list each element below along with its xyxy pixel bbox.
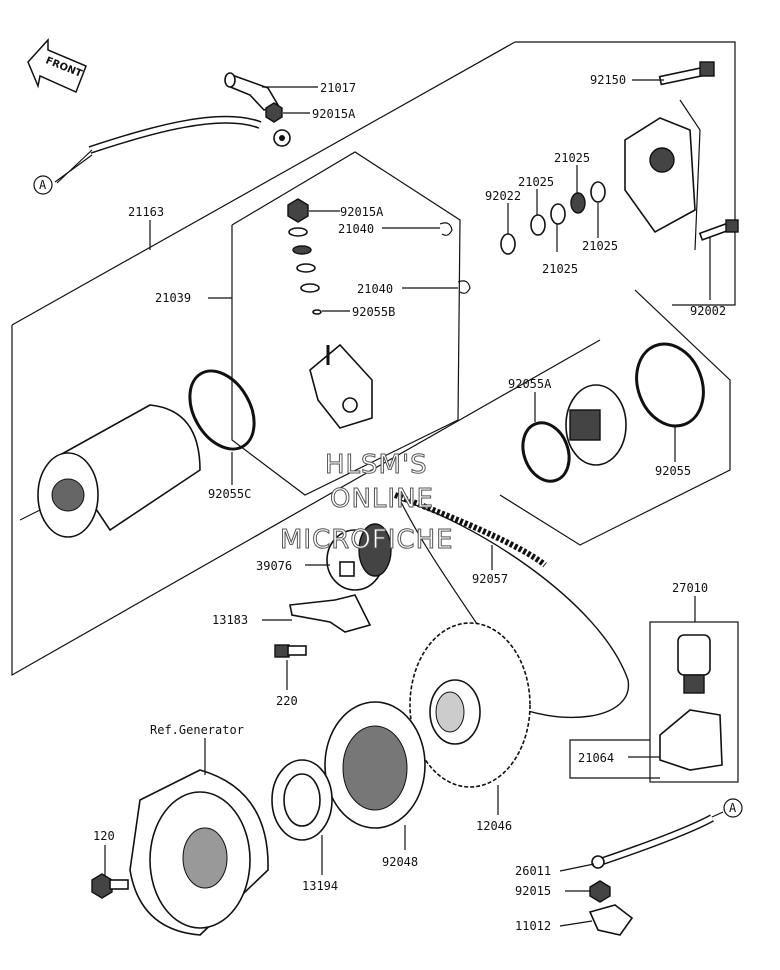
relay-bracket (569, 739, 660, 779)
washer-stack (288, 227, 322, 315)
label-92015: 92015 (515, 884, 551, 898)
label-92015A-top: 92015A (312, 107, 356, 121)
label-92055: 92055 (655, 464, 691, 478)
front-arrow-icon: FRONT (27, 38, 87, 94)
label-21064: 21064 (578, 751, 614, 765)
o-ring-92055A (521, 421, 571, 483)
callout-a-bottom: A (723, 798, 743, 818)
label-92015A-mid: 92015A (340, 205, 384, 219)
battery-cable (88, 115, 291, 154)
rear-cover (624, 117, 696, 234)
starter-cable (591, 814, 714, 869)
label-21040-a: 21040 (338, 222, 374, 236)
label-21017: 21017 (320, 81, 356, 95)
label-21163: 21163 (128, 205, 164, 219)
bolt-220 (274, 644, 307, 658)
label-13194: 13194 (302, 879, 338, 893)
label-26011: 26011 (515, 864, 551, 878)
label-27010: 27010 (672, 581, 708, 595)
label-92055C: 92055C (208, 487, 251, 501)
shim-stack (500, 181, 606, 255)
label-13183: 13183 (212, 613, 248, 627)
bolt-120 (91, 873, 129, 899)
brush-plate (309, 343, 373, 429)
callout-a-top: A (33, 175, 53, 195)
o-ring-92055C (188, 369, 256, 451)
label-21039: 21039 (155, 291, 191, 305)
label-92057: 92057 (472, 572, 508, 586)
svg-text:A: A (729, 801, 737, 815)
label-120: 120 (93, 829, 115, 843)
bolt-92150 (658, 61, 715, 86)
label-12046: 12046 (476, 819, 512, 833)
brush-spring-b (457, 280, 471, 294)
nut-92015 (589, 880, 611, 903)
bolt-92002 (698, 219, 739, 241)
terminal-cap-21017 (224, 72, 280, 111)
label-92022: 92022 (485, 189, 521, 203)
svg-text:A: A (39, 178, 47, 192)
label-92055A: 92055A (508, 377, 552, 391)
svg-text:ONLINE: ONLINE (330, 484, 434, 514)
watermark: HLSM'S ONLINE MICROFICHE (280, 450, 454, 556)
starter-gear-12046 (409, 622, 531, 788)
front-cover (565, 384, 627, 466)
generator-rotor (129, 769, 269, 936)
brush-holder-outline (231, 151, 461, 496)
label-39076: 39076 (256, 559, 292, 573)
clutch-housing-92048 (324, 701, 426, 829)
label-92150: 92150 (590, 73, 626, 87)
label-ref-generator: Ref.Generator (150, 723, 244, 737)
svg-text:HLSM'S: HLSM'S (325, 450, 428, 480)
brush-spring-a (439, 222, 453, 236)
o-ring-92055 (635, 342, 705, 428)
starter-assembly-outline (11, 41, 736, 677)
label-92055B: 92055B (352, 305, 395, 319)
label-21040-b: 21040 (357, 282, 393, 296)
nut-92015A-mid (287, 198, 309, 223)
label-92002: 92002 (690, 304, 726, 318)
one-way-clutch-13194 (271, 759, 333, 841)
motor-yoke (19, 404, 201, 538)
terminal-cap-11012 (588, 904, 634, 936)
rear-cover-outline (679, 99, 701, 251)
label-92048: 92048 (382, 855, 418, 869)
idler-gear-39076 (326, 523, 392, 591)
label-220: 220 (276, 694, 298, 708)
leader-lines (54, 79, 724, 927)
plate-13183 (289, 594, 372, 633)
relay-27010 (677, 634, 711, 694)
label-21025-a: 21025 (518, 175, 554, 189)
label-21025-c: 21025 (542, 262, 578, 276)
svg-text:MICROFICHE: MICROFICHE (280, 525, 454, 555)
label-21025-b: 21025 (554, 151, 590, 165)
label-21025-d: 21025 (582, 239, 618, 253)
relay-cover-21064 (659, 709, 723, 771)
nut-92015A-top (265, 102, 283, 123)
relay-box (649, 621, 739, 783)
label-11012: 11012 (515, 919, 551, 933)
